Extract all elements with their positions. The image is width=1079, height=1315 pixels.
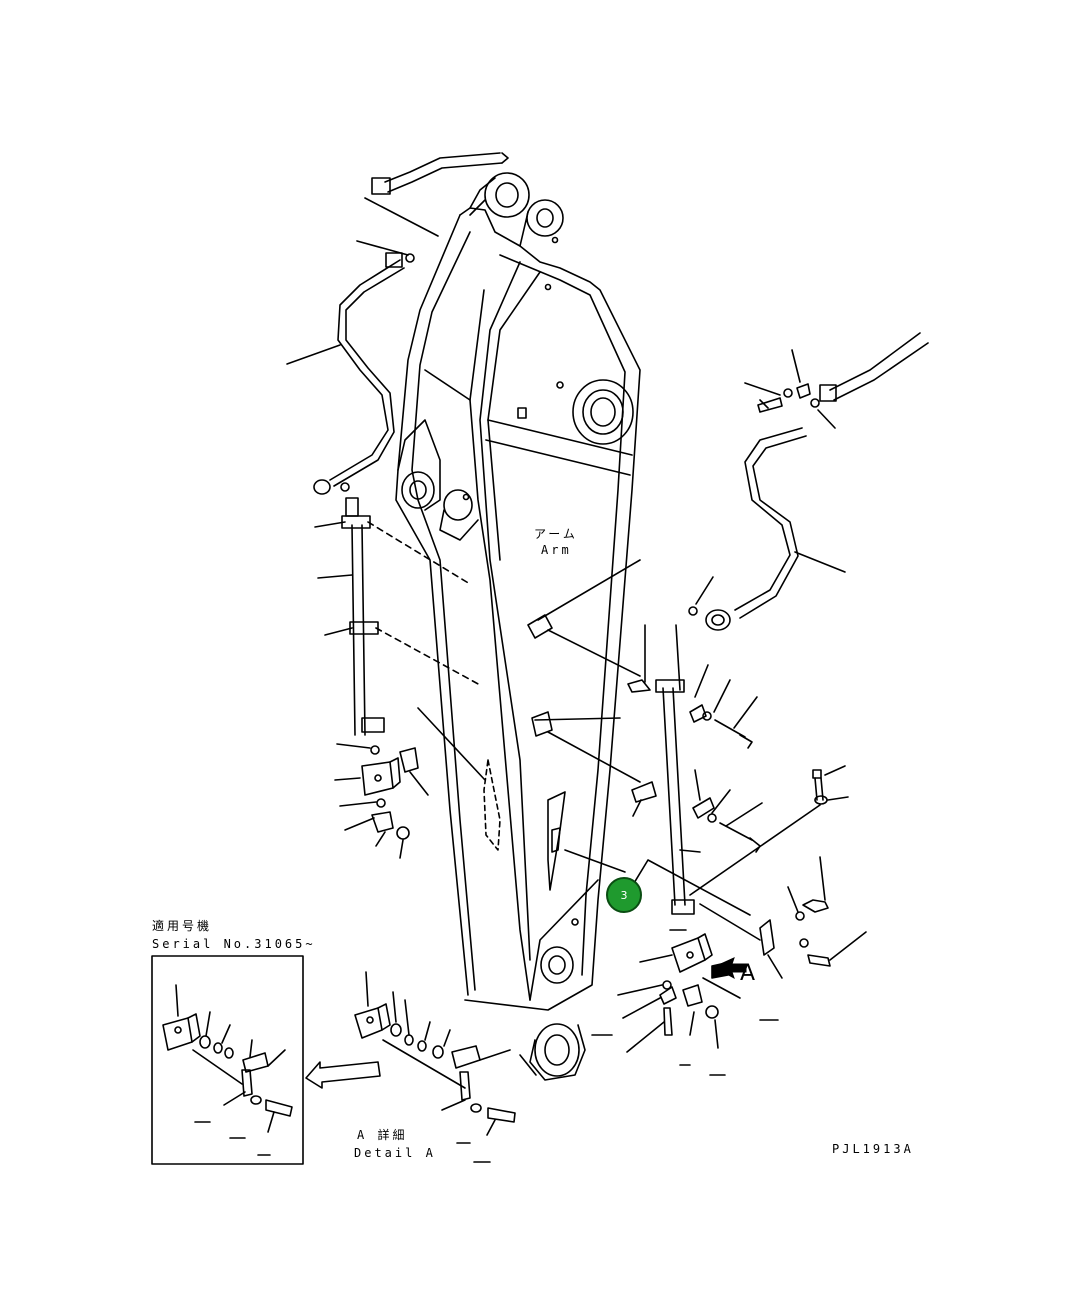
pipe-right-vertical bbox=[527, 559, 849, 916]
detail-label-en: Detail A bbox=[354, 1146, 436, 1160]
detail-a bbox=[354, 971, 516, 1136]
arm-body bbox=[395, 172, 641, 1081]
arm-label-jp: アーム bbox=[534, 527, 578, 541]
detail-label-jp: A 詳細 bbox=[357, 1128, 408, 1142]
drawing-id: PJL1913A bbox=[832, 1142, 914, 1156]
hose-right bbox=[688, 332, 929, 631]
serial-box bbox=[151, 955, 304, 1165]
serial-label-jp: 適用号機 bbox=[152, 919, 213, 933]
hose-left bbox=[286, 240, 415, 495]
callout-marker-3[interactable]: 3 bbox=[606, 877, 642, 913]
serial-box-parts bbox=[162, 984, 293, 1133]
block-left bbox=[334, 743, 429, 859]
view-letter-a: A bbox=[740, 961, 756, 986]
block-right bbox=[617, 856, 867, 1053]
arm-label-en: Arm bbox=[541, 543, 572, 557]
pipe-left-vertical bbox=[314, 497, 481, 736]
arrow-left-outline bbox=[305, 1061, 381, 1089]
arrow-detail-a-filled bbox=[712, 957, 747, 980]
pipe-top bbox=[364, 152, 509, 237]
serial-label-en: Serial No.31065~ bbox=[152, 937, 316, 951]
